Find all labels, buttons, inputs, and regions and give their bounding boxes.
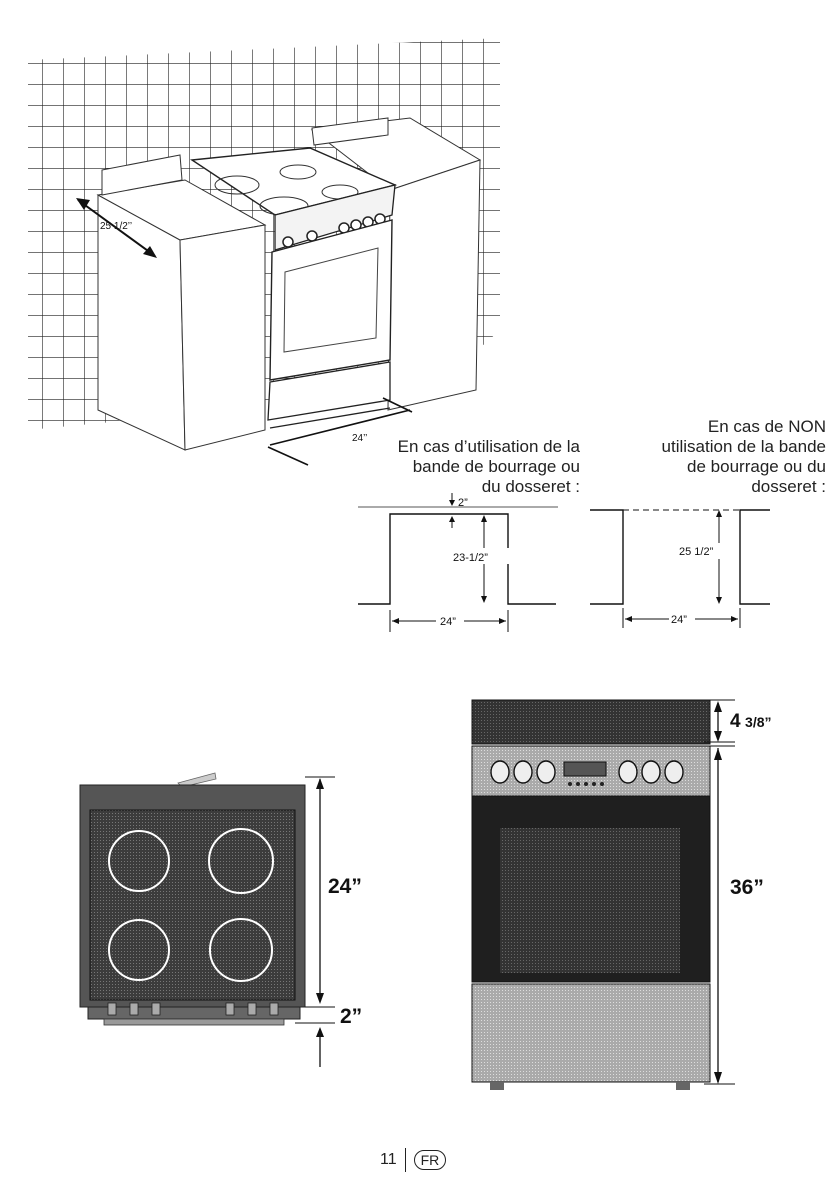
backguard-label: 4 3/8” bbox=[730, 711, 772, 732]
height-label: 23-1/2” bbox=[453, 552, 488, 564]
width-label: 24” bbox=[440, 616, 456, 628]
without-filler-caption: En cas de NON utilisation de la bande de… bbox=[596, 417, 826, 497]
height-label: 36” bbox=[730, 876, 764, 899]
gap-label: 2” bbox=[458, 497, 468, 509]
range-front-view: 4 3/8” 36” bbox=[460, 690, 790, 1095]
storage-drawer bbox=[472, 984, 710, 1082]
with-filler-caption: En cas d’utilisation de la bande de bour… bbox=[360, 437, 580, 497]
right-cabinet-front bbox=[388, 160, 480, 410]
cutout-left-wall bbox=[590, 510, 623, 604]
backguard bbox=[472, 700, 710, 744]
control-knob bbox=[307, 231, 317, 241]
width-label: 24” bbox=[671, 614, 687, 626]
page-number: 11 bbox=[380, 1151, 397, 1169]
with-filler-cutout-diagram: 2” 23-1/2” 24” bbox=[350, 490, 570, 640]
knob-strip bbox=[88, 1007, 300, 1019]
depth-label: 25 1/2’’ bbox=[100, 221, 132, 232]
height-label: 25 1/2” bbox=[679, 546, 714, 558]
display-panel bbox=[564, 762, 606, 776]
cutout-right-wall bbox=[740, 510, 770, 604]
footer-divider bbox=[405, 1148, 406, 1172]
control-knob bbox=[283, 237, 293, 247]
oven-window bbox=[500, 828, 680, 973]
knob-label: 2” bbox=[340, 1005, 362, 1028]
depth-label: 24” bbox=[328, 875, 362, 898]
without-filler-cutout-diagram: 25 1/2” 24” bbox=[585, 498, 775, 638]
language-badge: FR bbox=[414, 1150, 447, 1170]
installation-illustration: 25 1/2’’ 24’’ bbox=[0, 0, 838, 480]
cooktop-top-view: 24” 2” bbox=[70, 765, 400, 1075]
left-cabinet-front bbox=[180, 225, 265, 450]
page-footer: 11 FR bbox=[380, 1147, 446, 1173]
